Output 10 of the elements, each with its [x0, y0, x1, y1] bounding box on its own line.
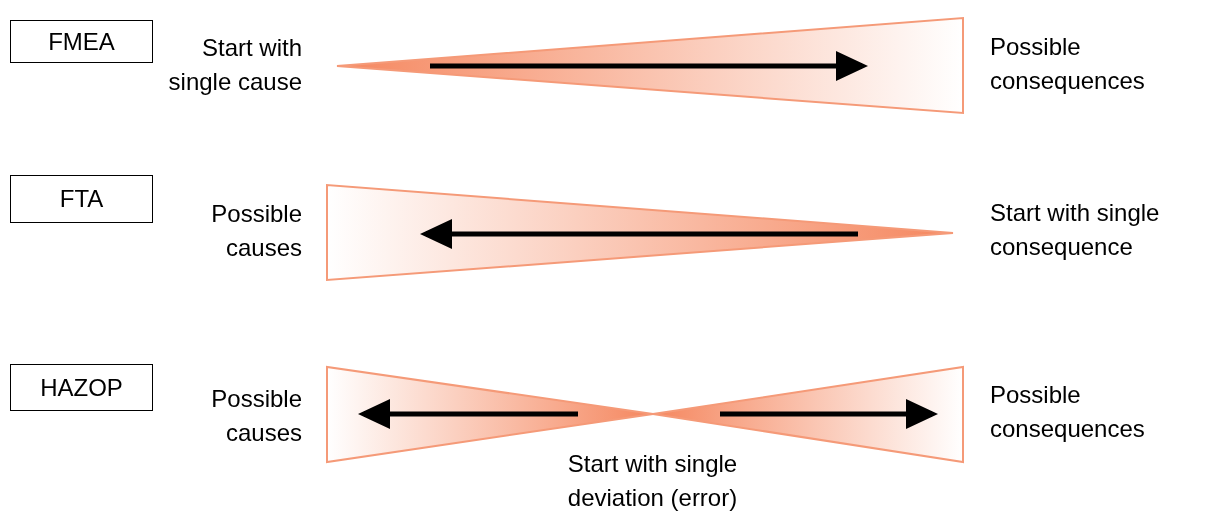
description-text: Start with single cause — [167, 33, 302, 97]
method-label-box: FMEA — [10, 20, 153, 63]
description-text: Possible consequences — [990, 380, 1146, 444]
description-text: Start with single consequence — [990, 198, 1161, 262]
description-text: Possible consequences — [990, 32, 1146, 96]
method-label-box: FTA — [10, 175, 153, 223]
description-text: Possible causes — [210, 199, 302, 263]
method-label-box: HAZOP — [10, 364, 153, 411]
description-text: Start with single deviation (error) — [566, 449, 739, 513]
description-text: Possible causes — [210, 384, 302, 448]
